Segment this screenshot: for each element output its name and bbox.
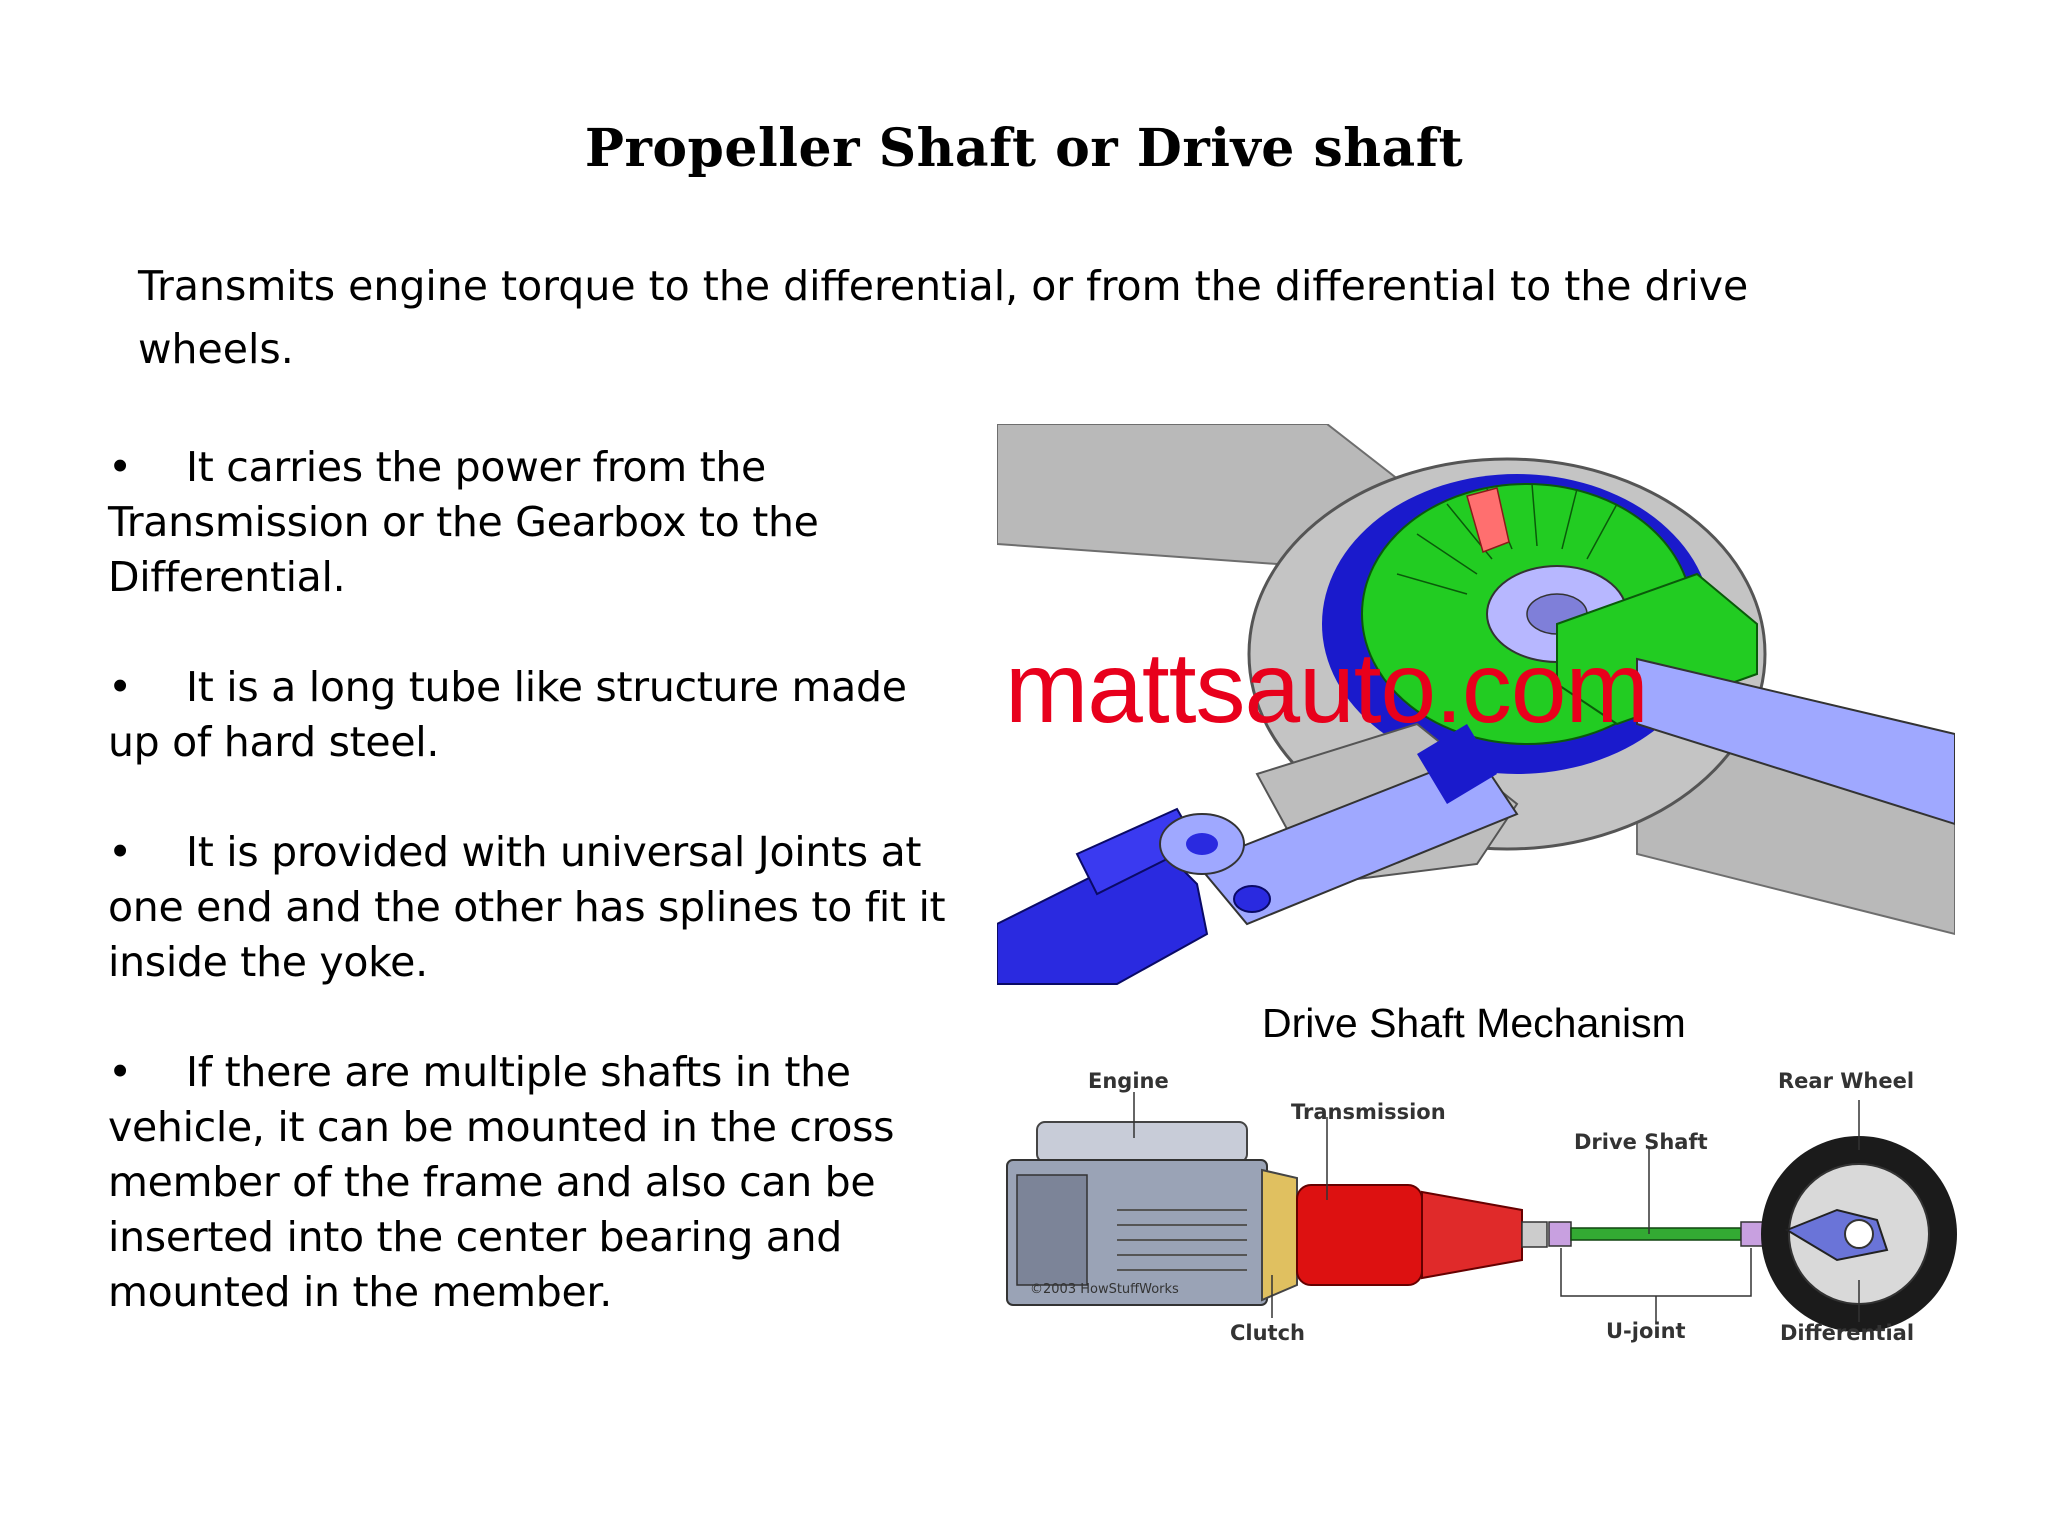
drivetrain-diagram [997,1060,1957,1360]
bullet-icon: • [108,443,132,491]
copyright-notice: ©2003 HowStuffWorks [1030,1282,1179,1297]
label-u-joint: U-joint [1606,1319,1686,1343]
figure-caption: Drive Shaft Mechanism [1262,1000,1686,1046]
bullet-icon: • [108,1048,132,1096]
intro-text: Transmits engine torque to the different… [138,262,1749,373]
bullet-item: •It is provided with universal Joints at… [108,825,948,990]
bullet-item: •It is a long tube like structure made u… [108,660,948,770]
label-differential: Differential [1780,1321,1915,1345]
label-drive-shaft: Drive Shaft [1574,1130,1708,1154]
label-engine: Engine [1088,1069,1169,1093]
bullet-text: It is provided with universal Joints at … [108,828,946,986]
bullet-icon: • [108,663,132,711]
bullet-text: It carries the power from the Transmissi… [108,443,819,601]
bullet-item: •If there are multiple shafts in the veh… [108,1045,948,1320]
bullet-text: It is a long tube like structure made up… [108,663,907,766]
label-transmission: Transmission [1291,1100,1446,1124]
bullet-text: If there are multiple shafts in the vehi… [108,1048,895,1316]
label-clutch: Clutch [1230,1321,1305,1345]
bullet-icon: • [108,828,132,876]
differential-cutaway-image [997,424,1955,986]
slide-title: Propeller Shaft or Drive shaft [584,118,1464,179]
bullet-item: •It carries the power from the Transmiss… [108,440,948,605]
bullet-list: •It carries the power from the Transmiss… [108,440,948,1375]
watermark-text: mattsauto.com [1005,632,1649,744]
label-rear-wheel: Rear Wheel [1778,1069,1915,1093]
